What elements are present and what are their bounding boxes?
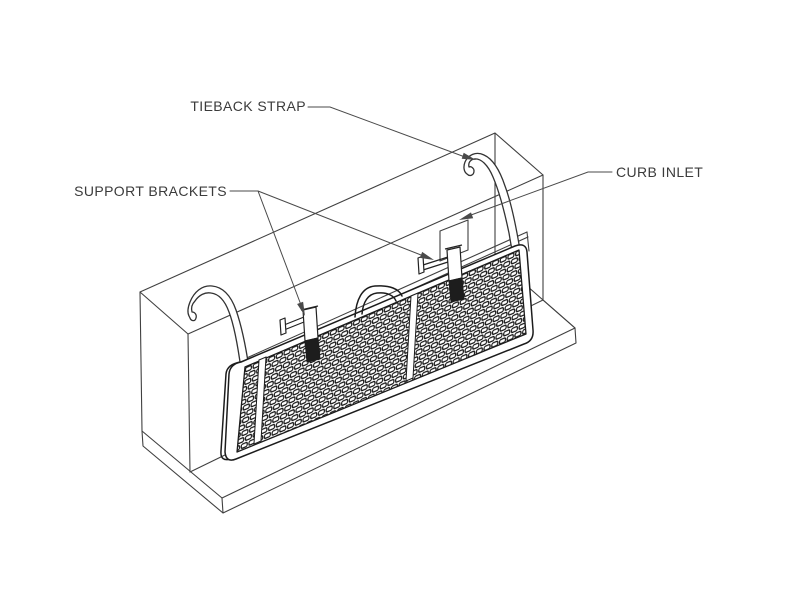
tieback-strap-left	[187, 285, 250, 370]
bracket-clip	[448, 277, 465, 303]
slab-front-top-edge	[221, 327, 576, 499]
bracket-brace	[283, 316, 305, 331]
lifting-handle	[354, 285, 403, 318]
arrowhead	[297, 301, 305, 316]
curb-front-left-edge	[187, 333, 191, 473]
slab-left-top-edge	[141, 430, 223, 499]
curb-left-end-top-edge	[139, 291, 189, 335]
strap-band	[463, 152, 521, 251]
label-support-brackets: SUPPORT BRACKETS	[74, 183, 227, 199]
curb-top-front-edge	[187, 174, 544, 335]
bracket-brace	[422, 256, 449, 271]
bracket-clip	[304, 337, 321, 363]
leader-line	[470, 171, 613, 216]
bracket-foot	[279, 317, 287, 336]
leader-line	[229, 190, 422, 306]
inlet-right-jamb	[526, 231, 530, 252]
arrowhead	[419, 251, 434, 260]
slab-left-end-edge	[221, 497, 224, 514]
panel-seam-left	[253, 356, 267, 445]
handle-inner-arc	[361, 292, 397, 315]
bracket-post	[302, 306, 319, 342]
support-bracket-right	[417, 244, 465, 303]
panel-seam-right	[405, 292, 419, 382]
leader-curb-inlet	[459, 171, 613, 220]
tieback-strap-right	[463, 152, 521, 251]
label-tieback-strap: TIEBACK STRAP	[190, 98, 306, 114]
inlet-interior-recess	[439, 219, 469, 262]
leader-tieback-strap	[307, 106, 476, 160]
arrowhead	[461, 152, 476, 160]
panel-left-thickness	[220, 361, 242, 461]
bracket-cap	[444, 244, 463, 250]
leader-support-brackets	[229, 190, 434, 316]
leader-line	[307, 106, 466, 158]
handle-outer-arc	[354, 285, 403, 318]
arrowhead	[459, 212, 474, 220]
inlet-lip-edge	[239, 231, 528, 362]
label-curb-inlet: CURB INLET	[616, 164, 703, 180]
bracket-foot	[417, 255, 425, 275]
bracket-post	[446, 246, 463, 282]
strap-band	[187, 285, 250, 370]
support-bracket-left	[279, 305, 321, 363]
slab-right-end-edge	[542, 299, 576, 329]
